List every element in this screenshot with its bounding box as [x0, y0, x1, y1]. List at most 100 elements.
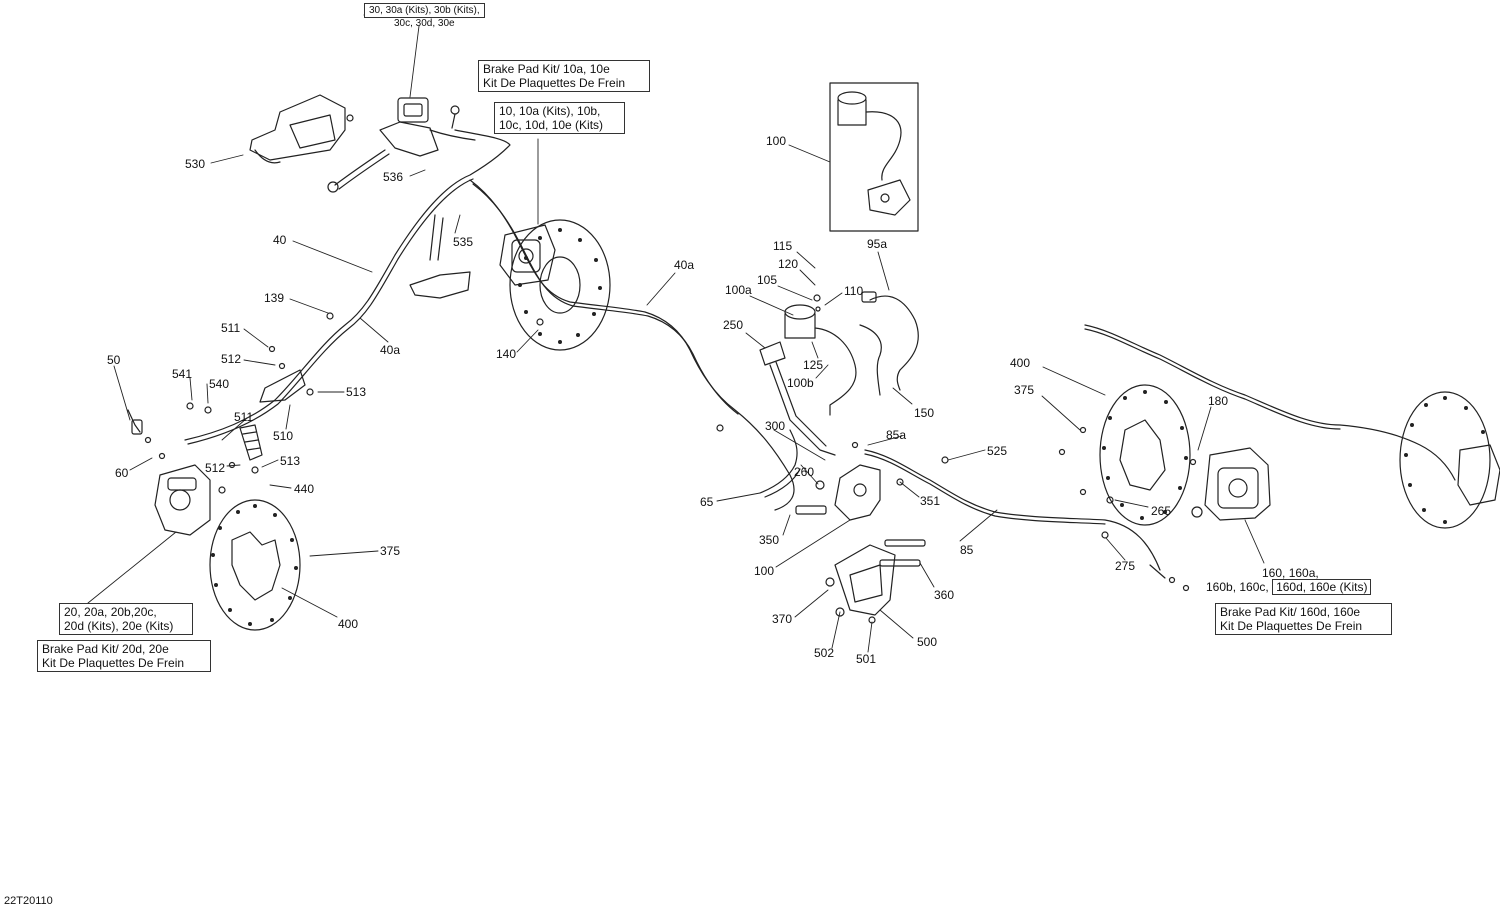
callout-300: 300 — [765, 419, 785, 433]
pads-left — [239, 424, 263, 461]
mount-500 — [825, 539, 926, 624]
caliper-kit-rear-line2a: 160b, 160c, — [1206, 580, 1269, 594]
callout-375-left: 375 — [380, 544, 400, 558]
leader-lines — [87, 14, 1265, 653]
callout-512: 512 — [221, 352, 241, 366]
callout-250: 250 — [723, 318, 743, 332]
caliper-kit-front-left-line2: 20d (Kits), 20e (Kits) — [64, 619, 174, 633]
callout-513: 513 — [346, 385, 366, 399]
rear-right-disc — [1399, 391, 1500, 529]
caliper-kit-rear: 160, 160a, 160b, 160c, 160d, 160e (Kits) — [1206, 566, 1372, 595]
callout-400-left: 400 — [338, 617, 358, 631]
callout-100-inset: 100 — [766, 134, 786, 148]
callout-125: 125 — [803, 358, 823, 372]
callout-95a: 95a — [867, 237, 887, 251]
bracket-530 — [249, 94, 354, 164]
bracket-100 — [795, 464, 881, 521]
brake-pad-kit-front-left-line1: Brake Pad Kit/ 20d, 20e — [42, 642, 169, 656]
callout-150: 150 — [914, 406, 934, 420]
callout-502: 502 — [814, 646, 834, 660]
callout-351: 351 — [920, 494, 940, 508]
front-left-caliper — [154, 464, 211, 536]
callout-530: 530 — [185, 157, 205, 171]
callout-100-bracket: 100 — [754, 564, 774, 578]
callout-265: 265 — [1151, 504, 1171, 518]
master-cylinder-30 — [327, 97, 476, 193]
callout-360: 360 — [934, 588, 954, 602]
fitting-275 — [1101, 531, 1190, 592]
master-cylinder-kit-label: 30, 30a (Kits), 30b (Kits), 30c, 30d, 30… — [364, 3, 485, 29]
callout-540: 540 — [209, 377, 229, 391]
callout-105: 105 — [757, 273, 777, 287]
reservoir-inset — [829, 82, 919, 232]
callout-60: 60 — [115, 466, 129, 480]
caliper-kit-rear-line2b: 160d, 160e (Kits) — [1272, 579, 1372, 595]
callout-40a-right: 40a — [674, 258, 694, 272]
bracket-535 — [409, 214, 471, 299]
caliper-kit-front-left: 20, 20a, 20b,20c, 20d (Kits), 20e (Kits) — [59, 603, 193, 635]
callout-400-right: 400 — [1010, 356, 1030, 370]
front-left-disc — [209, 499, 301, 631]
callout-100b: 100b — [787, 376, 814, 390]
brake-pad-kit-rear: Brake Pad Kit/ 160d, 160e Kit De Plaquet… — [1215, 603, 1392, 635]
callout-440: 440 — [294, 482, 314, 496]
pedal-250 — [759, 341, 836, 456]
master-cylinder-kit-line1: 30, 30a (Kits), 30b (Kits), — [364, 3, 485, 18]
callout-110: 110 — [844, 284, 863, 298]
callout-85a: 85a — [886, 428, 906, 442]
caliper-kit-front-right: 10, 10a (Kits), 10b, 10c, 10d, 10e (Kits… — [494, 102, 625, 134]
callout-180: 180 — [1208, 394, 1228, 408]
callout-510: 510 — [273, 429, 293, 443]
brake-pad-kit-front-left: Brake Pad Kit/ 20d, 20e Kit De Plaquette… — [37, 640, 211, 672]
callout-100a: 100a — [725, 283, 752, 297]
callout-513-lower: 513 — [280, 454, 300, 468]
callout-120: 120 — [778, 257, 798, 271]
fasteners — [186, 312, 1197, 504]
brake-line-40a — [469, 179, 795, 511]
callout-115: 115 — [773, 239, 792, 253]
hose-95a — [859, 291, 919, 396]
callout-535: 535 — [453, 235, 473, 249]
brake-pad-kit-front-right-line1: Brake Pad Kit/ 10a, 10e — [483, 62, 610, 76]
caliper-kit-front-right-line2: 10c, 10d, 10e (Kits) — [499, 118, 604, 132]
master-cylinder-kit-line2: 30c, 30d, 30e — [394, 18, 455, 29]
callout-350: 350 — [759, 533, 779, 547]
brake-pad-kit-front-left-line2: Kit De Plaquettes De Frein — [42, 656, 185, 670]
callout-525: 525 — [987, 444, 1007, 458]
front-right-disc — [509, 219, 611, 351]
bracket-510 — [259, 369, 306, 403]
callout-139: 139 — [264, 291, 284, 305]
callout-40a: 40a — [380, 343, 400, 357]
callout-140: 140 — [496, 347, 516, 361]
callout-260: 260 — [794, 465, 814, 479]
front-right-caliper — [499, 224, 556, 286]
caliper-kit-rear-line1: 160, 160a, — [1262, 566, 1319, 580]
callout-541: 541 — [172, 367, 192, 381]
callout-375-right: 375 — [1014, 383, 1034, 397]
brake-pad-kit-front-right-line2: Kit De Plaquettes De Frein — [483, 76, 626, 90]
callout-50: 50 — [107, 353, 121, 367]
reservoir-100a — [784, 294, 857, 416]
callout-275: 275 — [1115, 559, 1135, 573]
callout-511: 511 — [221, 321, 240, 335]
brake-line-right-rear — [1084, 324, 1456, 481]
callout-500: 500 — [917, 635, 937, 649]
callout-85: 85 — [960, 543, 974, 557]
brake-pad-kit-rear-line1: Brake Pad Kit/ 160d, 160e — [1220, 605, 1361, 619]
callout-511-lower: 511 — [234, 410, 253, 424]
caliper-kit-front-left-line1: 20, 20a, 20b,20c, — [64, 605, 157, 619]
callout-501: 501 — [856, 652, 876, 666]
caliper-kit-front-right-line1: 10, 10a (Kits), 10b, — [499, 104, 601, 118]
rear-caliper-160 — [1191, 447, 1271, 521]
brake-hose-65 — [759, 429, 801, 498]
callout-labels: 530 536 40 535 139 511 40a 512 140 50 54… — [107, 134, 1228, 666]
callout-512-lower: 512 — [205, 461, 225, 475]
callout-536: 536 — [383, 170, 403, 184]
brake-pad-kit-rear-line2: Kit De Plaquettes De Frein — [1220, 619, 1363, 633]
callout-65: 65 — [700, 495, 714, 509]
brake-pad-kit-front-right: Brake Pad Kit/ 10a, 10e Kit De Plaquette… — [478, 60, 650, 92]
callout-40: 40 — [273, 233, 287, 247]
rear-left-disc — [1099, 384, 1191, 526]
brake-line-85 — [864, 449, 1161, 571]
